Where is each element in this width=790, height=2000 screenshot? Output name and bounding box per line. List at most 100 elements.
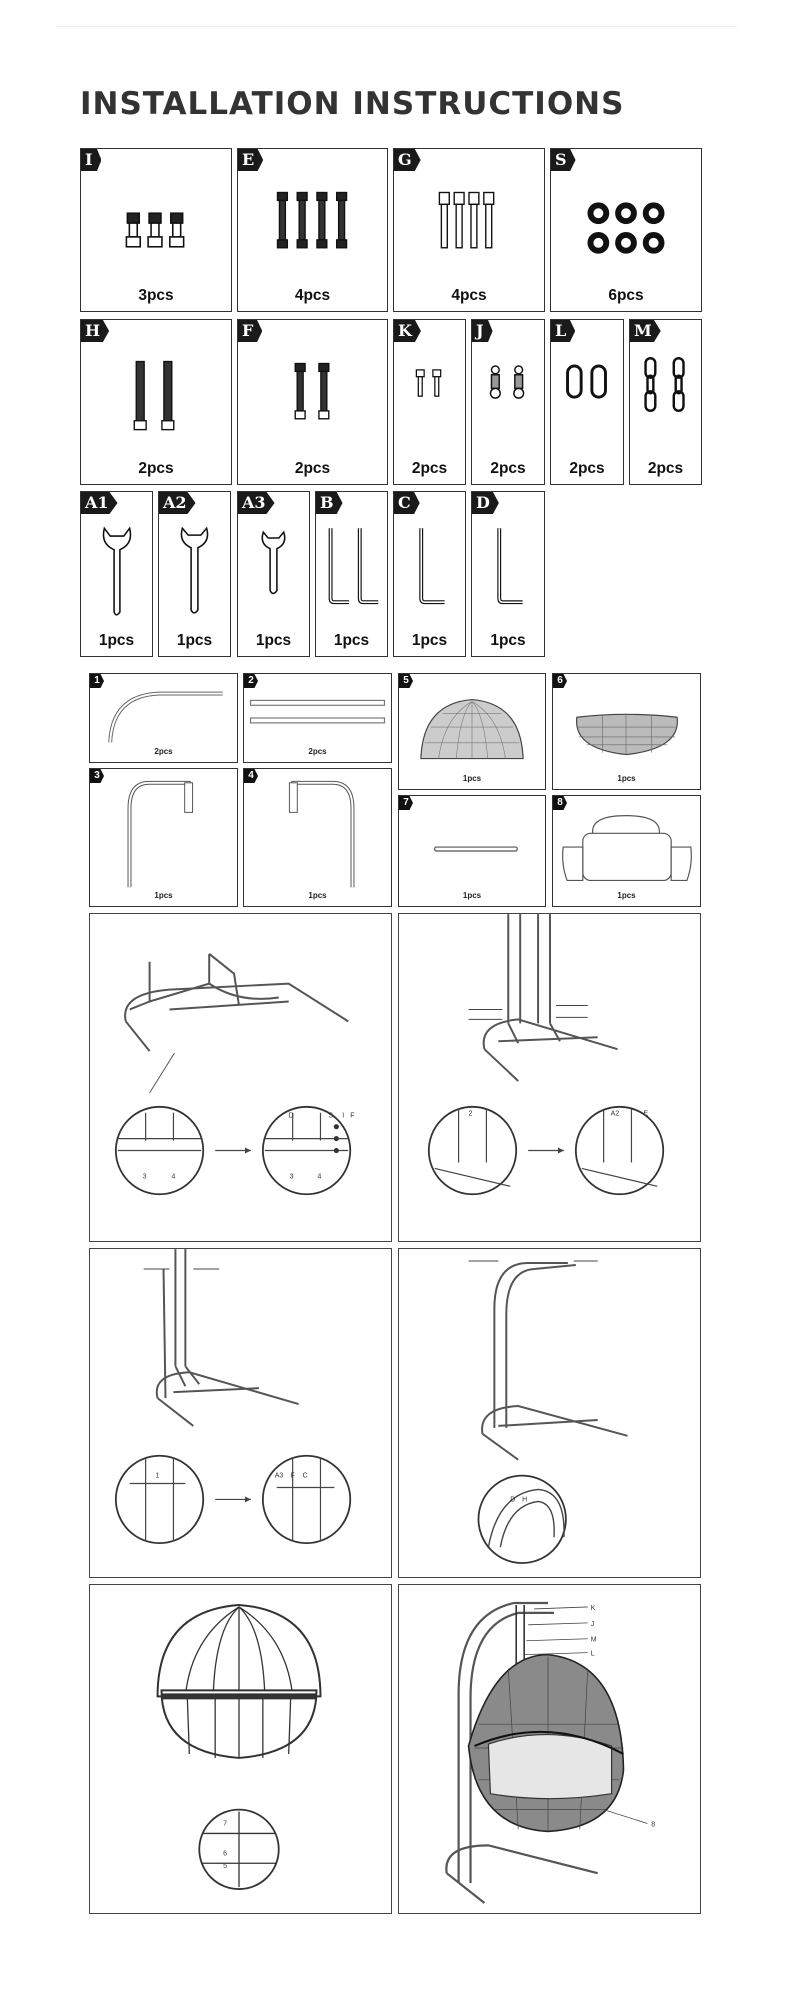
part-code: 8 — [553, 796, 567, 810]
step-panel-4: D H — [398, 1248, 701, 1578]
tool-card-D: D 1pcs — [471, 491, 545, 657]
step-panel-6: K J M L 8 — [398, 1584, 701, 1914]
allen-key-icon — [497, 528, 523, 605]
hardware-card-K: K 2pcs — [393, 319, 466, 485]
part-code: 1 — [90, 674, 104, 688]
hardware-qty: 2pcs — [647, 460, 684, 477]
hardware-qty: 2pcs — [294, 460, 331, 477]
hardware-qty: 6pcs — [608, 287, 644, 304]
part-qty: 1pcs — [462, 891, 482, 900]
tool-qty: 1pcs — [176, 632, 213, 649]
part-card-1: 1 2pcs — [89, 673, 238, 763]
part-qty: 1pcs — [308, 891, 327, 900]
tool-code: D — [472, 492, 499, 514]
part-code: 4 — [244, 769, 258, 783]
basket-assembly-diagram — [156, 1603, 322, 1890]
rod-icon — [434, 846, 518, 852]
frame-arch-icon — [127, 780, 194, 888]
hardware-code: I — [81, 149, 102, 171]
hardware-qty: 2pcs — [569, 460, 605, 477]
carabiner-icon — [566, 364, 607, 399]
tool-qty: 1pcs — [98, 632, 135, 649]
hardware-code: F — [238, 320, 263, 342]
part-card-7: 7 1pcs — [398, 795, 546, 907]
basket-bottom-icon — [576, 713, 678, 756]
hanging-chair-complete-diagram — [445, 1601, 648, 1904]
part-card-3: 3 1pcs — [89, 768, 238, 907]
hex-bolt-icon — [294, 362, 330, 420]
basket-top-icon — [420, 698, 524, 760]
spring-hook-icon — [489, 365, 525, 399]
tool-card-C: C 1pcs — [393, 491, 466, 657]
part-qty: 1pcs — [462, 774, 482, 783]
short-bolt-icon — [415, 369, 442, 397]
long-bolt-icon — [438, 191, 495, 249]
side-frame-assembly-diagram — [114, 1249, 352, 1545]
hardware-code: J — [472, 320, 493, 342]
page-title: INSTALLATION INSTRUCTIONS — [80, 86, 625, 122]
part-qty: 2pcs — [308, 747, 327, 756]
part-card-4: 4 1pcs — [243, 768, 392, 907]
step-panel-1: 3 4 D 3 4 S I F — [89, 913, 392, 1242]
part-qty: 2pcs — [154, 747, 173, 756]
part-qty: 1pcs — [617, 774, 636, 783]
stand-complete-diagram — [468, 1260, 628, 1564]
part-card-6: 6 1pcs — [552, 673, 701, 790]
tool-qty: 1pcs — [255, 632, 292, 649]
part-card-2: 2 2pcs — [243, 673, 392, 763]
allen-key-icon — [419, 528, 445, 605]
hardware-qty: 3pcs — [138, 287, 174, 304]
wrench-icon — [261, 530, 286, 595]
hardware-qty: 2pcs — [490, 460, 526, 477]
part-qty: 1pcs — [154, 891, 173, 900]
hardware-qty: 4pcs — [451, 287, 487, 304]
hardware-card-L: L 2pcs — [550, 319, 624, 485]
hardware-card-E: E 4pcs — [237, 148, 388, 312]
nut-bolt-icon — [125, 212, 185, 248]
hardware-code: G — [394, 149, 421, 171]
hardware-card-S: S 6pcs — [550, 148, 702, 312]
hardware-qty: 2pcs — [138, 460, 174, 477]
top-divider — [57, 26, 737, 27]
hardware-qty: 2pcs — [411, 460, 448, 477]
part-card-8: 8 1pcs — [552, 795, 701, 907]
wrench-icon — [180, 526, 209, 614]
step-panel-2: 2 A2 E — [398, 913, 701, 1242]
long-hex-bolt-icon — [133, 360, 175, 431]
tool-card-A3: A3 1pcs — [237, 491, 310, 657]
hardware-code: E — [238, 149, 264, 171]
hardware-card-J: J 2pcs — [471, 319, 545, 485]
curved-tube-icon — [108, 691, 223, 743]
allen-key-pair-icon — [328, 528, 379, 605]
step-panel-5: 7 6 5 — [89, 1584, 392, 1914]
tool-qty: 1pcs — [411, 632, 448, 649]
tool-card-A2: A2 1pcs — [158, 491, 231, 657]
hardware-qty: 4pcs — [294, 287, 331, 304]
cushion-icon — [562, 815, 692, 882]
tool-code: C — [394, 492, 420, 514]
tool-code: A1 — [81, 492, 118, 514]
part-code: 7 — [399, 796, 413, 810]
part-qty: 1pcs — [617, 891, 636, 900]
washer-icon — [587, 202, 665, 254]
hardware-code: L — [551, 320, 576, 342]
tool-qty: 1pcs — [333, 632, 370, 649]
part-code: 6 — [553, 674, 567, 688]
wrench-icon — [102, 526, 132, 616]
hardware-card-F: F 2pcs — [237, 319, 388, 485]
hardware-card-M: M 2pcs — [629, 319, 702, 485]
part-code: 3 — [90, 769, 104, 783]
hardware-code: S — [551, 149, 576, 171]
straight-tube-icon — [249, 699, 386, 724]
frame-arch-icon — [288, 780, 355, 888]
tool-code: B — [316, 492, 343, 514]
hex-bolt-icon — [276, 191, 348, 249]
hardware-code: M — [630, 320, 661, 342]
step-panel-3: 1 A3 F C — [89, 1248, 392, 1578]
tool-card-B: B 1pcs — [315, 491, 388, 657]
hardware-card-G: G 4pcs — [393, 148, 545, 312]
tool-qty: 1pcs — [490, 632, 526, 649]
chain-icon — [644, 357, 685, 412]
hardware-code: H — [81, 320, 110, 342]
tool-code: A2 — [159, 492, 196, 514]
